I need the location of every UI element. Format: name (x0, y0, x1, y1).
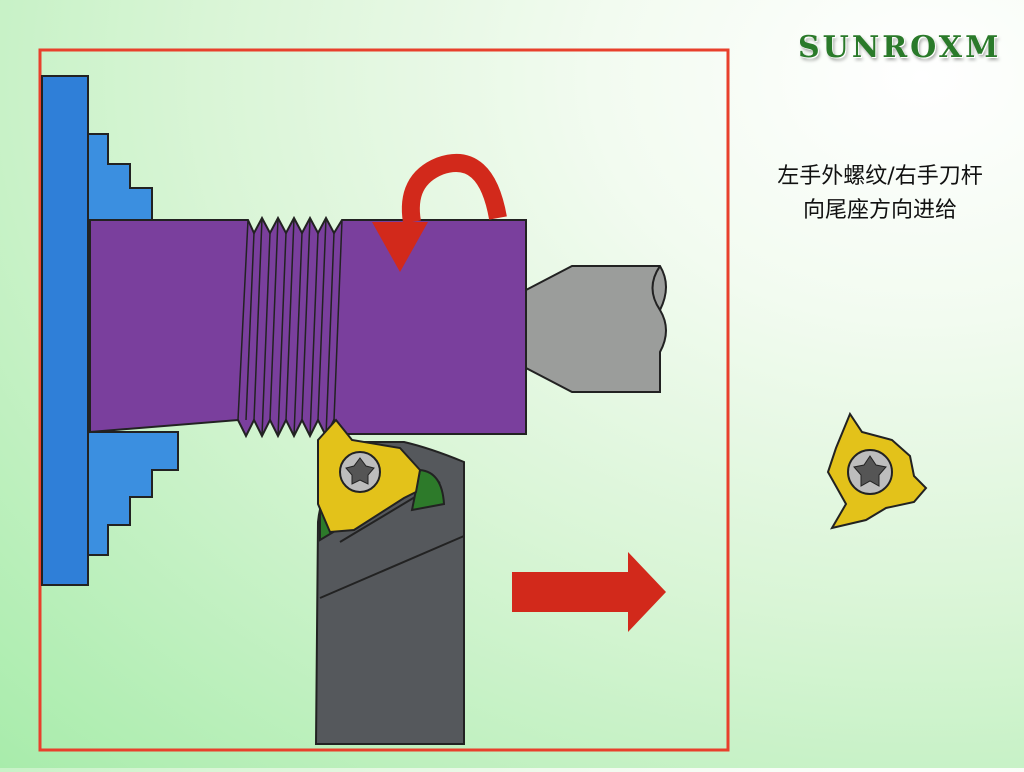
brand-logo: SUNROXM (798, 30, 1008, 80)
thread-lines (237, 217, 343, 437)
tailstock-center (525, 265, 667, 393)
caption-line-1: 左手外螺纹/右手刀杆 (777, 164, 983, 189)
threading-insert (317, 418, 422, 534)
torx-screw-icon (847, 449, 893, 495)
curved-arrow-icon (372, 153, 507, 272)
caption: 左手外螺纹/右手刀杆 向尾座方向进给 (735, 160, 1024, 228)
torx-screw-icon (339, 451, 381, 493)
chuck (41, 75, 179, 586)
workpiece (89, 215, 527, 439)
caption-line-2: 向尾座方向进给 (802, 198, 957, 223)
standalone-insert (826, 411, 928, 530)
brand-logo-text: SUNROXM (798, 30, 1002, 65)
right-arrow-icon (512, 552, 666, 632)
diagram-frame (38, 48, 730, 752)
